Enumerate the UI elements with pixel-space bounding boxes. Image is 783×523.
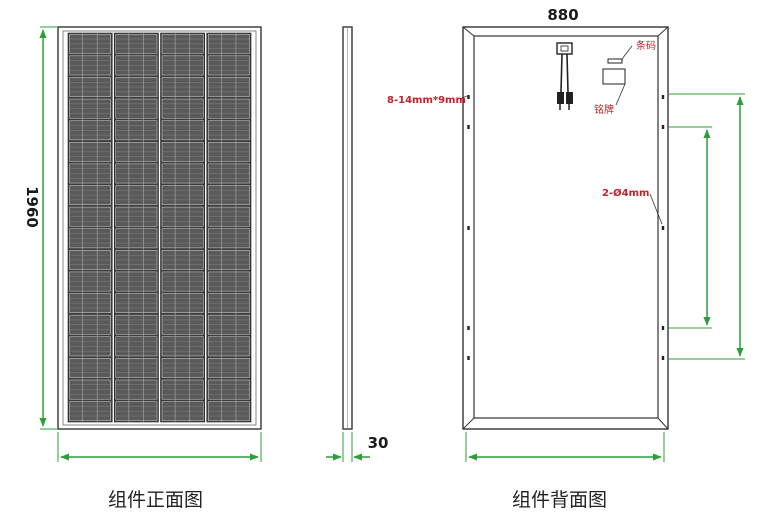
front-inner-frame [62,30,257,426]
thickness-dimension: 30 [326,432,388,462]
frame-hole [661,226,665,230]
hole-spacing-dimensions [668,93,745,360]
cell-grid [67,32,252,423]
cell-column [67,32,113,423]
back-view-caption: 组件背面图 [512,489,608,511]
frame-hole [661,326,665,330]
barcode-sticker [607,58,623,64]
frame-holes [467,95,665,360]
back-frame [462,26,669,430]
ground-hole-label: 2-Ø4mm [602,187,649,199]
frame-hole [661,356,665,360]
frame-hole [467,356,470,360]
back-width-dimension [465,432,665,462]
junction-box [556,42,573,110]
nameplate-label: 铭牌 [594,103,614,116]
back-inner-frame [473,35,659,419]
connector-negative [557,92,564,104]
nameplate [602,68,626,85]
side-view [342,26,353,430]
height-label: 1960 [23,186,41,228]
thickness-label: 30 [368,434,389,452]
cell-column [113,32,159,423]
connector-positive [566,92,573,104]
height-dimension: 1960 [23,26,58,430]
cell-column [160,32,206,423]
front-view [57,26,262,430]
frame-hole [661,95,665,99]
mounting-hole-label: 8-14mm*9mm [387,95,466,106]
back-view: 条码 铭牌 8-14mm*9mm 2-Ø4mm [387,26,669,430]
barcode-label: 条码 [636,39,656,52]
frame-hole [467,95,470,99]
frame-hole [467,226,470,230]
cell-column [206,32,252,423]
frame-hole [467,125,470,129]
front-width-dimension [57,432,262,462]
frame-hole [467,326,470,330]
front-view-caption: 组件正面图 [108,489,204,511]
width-label: 880 [547,6,578,24]
frame-hole [661,125,665,129]
